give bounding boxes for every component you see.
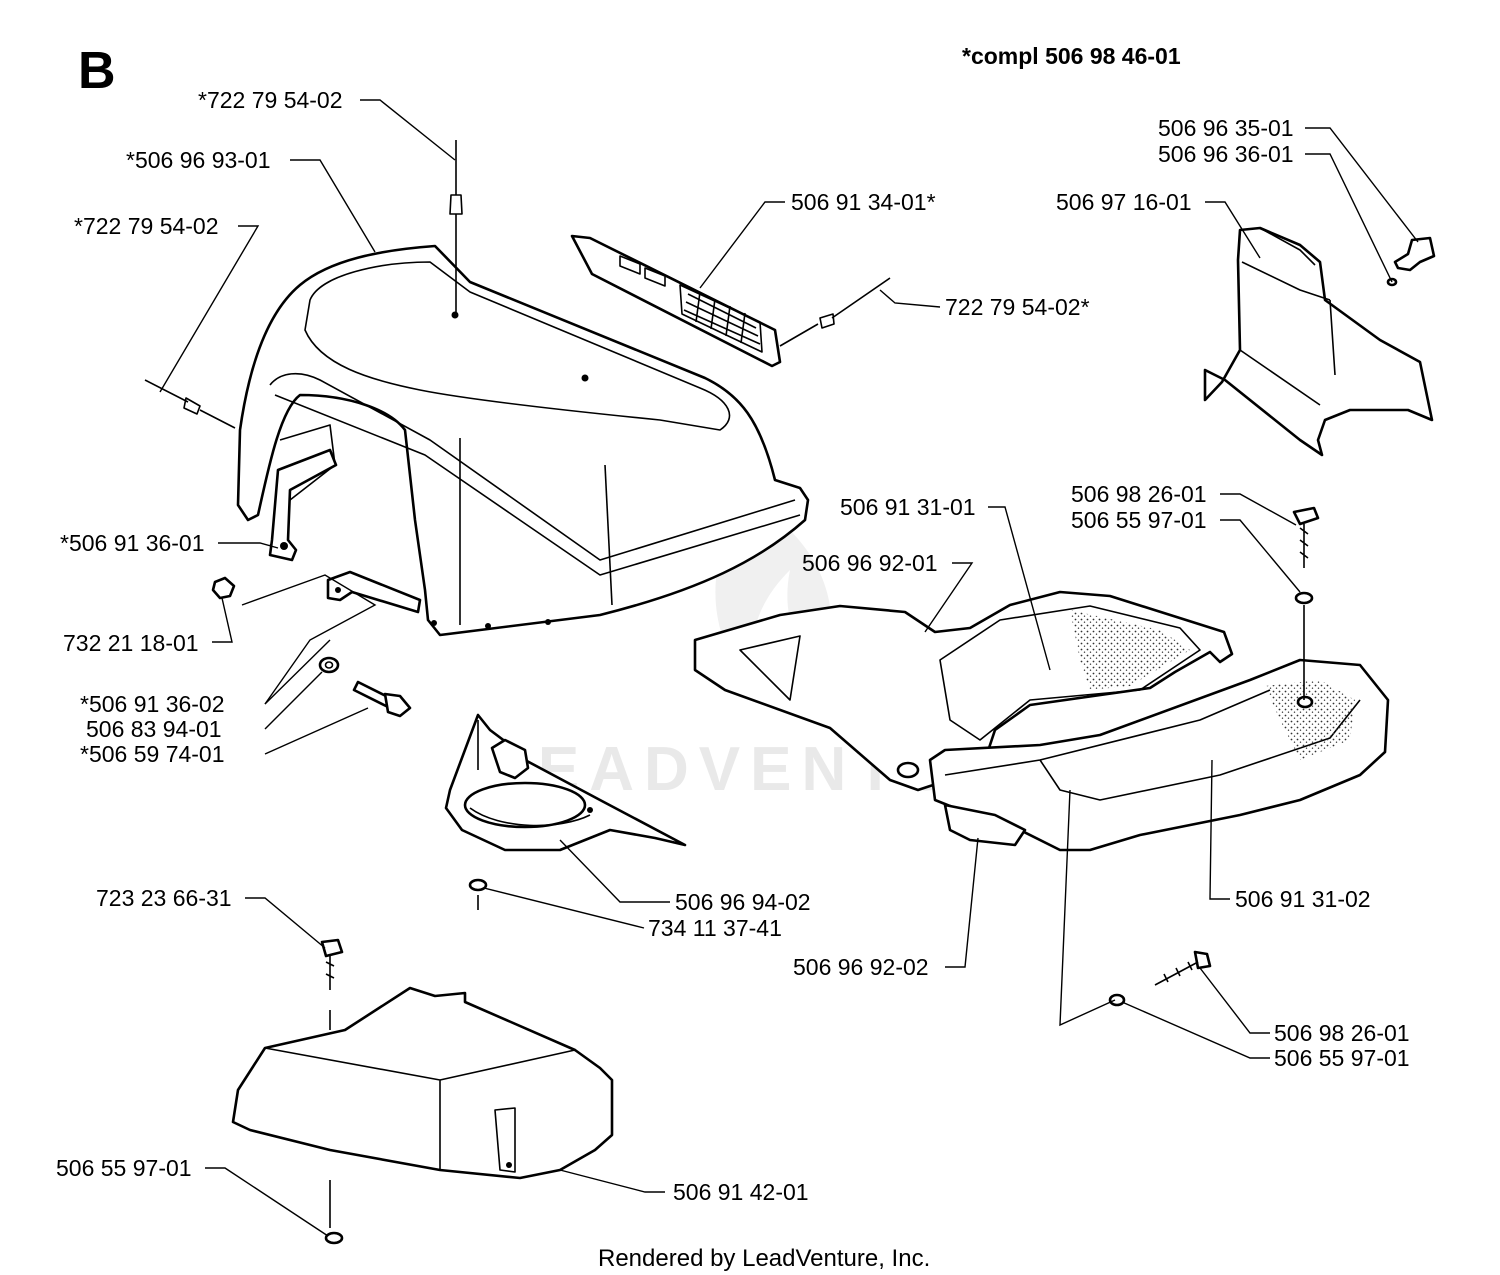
label-506-83-94-01: 506 83 94-01	[86, 716, 222, 742]
label-506-96-92-01: 506 96 92-01	[802, 550, 938, 576]
washer-506-83-94-01	[318, 656, 340, 674]
bracket-506-91-36-01	[268, 448, 338, 562]
screw-506-98-26-01-lower	[1108, 950, 1212, 1007]
fender-left-506-96-92-01	[693, 590, 1234, 792]
holder-506-96-94-02	[444, 713, 687, 910]
leader-lines	[159, 99, 1419, 1237]
label-506-96-93-01: *506 96 93-01	[126, 147, 271, 173]
cover-506-97-16-01	[1203, 226, 1434, 457]
hood-pin-top	[449, 140, 463, 312]
label-506-55-97-01-bottom: 506 55 97-01	[56, 1155, 192, 1181]
label-506-91-42-01: 506 91 42-01	[673, 1179, 809, 1205]
nut-732-21-18-01	[211, 576, 236, 600]
kit-note: *compl 506 98 46-01	[962, 43, 1181, 69]
label-506-98-26-01-upper: 506 98 26-01	[1071, 481, 1207, 507]
label-506-97-16-01: 506 97 16-01	[1056, 189, 1192, 215]
label-722-79-54-02-left: *722 79 54-02	[74, 213, 219, 239]
label-506-59-74-01: *506 59 74-01	[80, 741, 225, 767]
label-732-21-18-01: 732 21 18-01	[63, 630, 199, 656]
label-506-55-97-01-lower: 506 55 97-01	[1274, 1045, 1410, 1071]
label-506-96-36-01: 506 96 36-01	[1158, 141, 1294, 167]
label-734-11-37-41: 734 11 37-41	[648, 915, 782, 941]
label-506-91-36-01: *506 91 36-01	[60, 530, 205, 556]
pin-722-79-54-02-grille	[779, 277, 891, 347]
hood-pin-left	[144, 379, 236, 429]
bolt-506-59-74-01	[352, 680, 412, 718]
section-letter: B	[78, 42, 116, 100]
label-506-91-34-01: 506 91 34-01*	[791, 189, 936, 215]
label-506-96-35-01: 506 96 35-01	[1158, 115, 1294, 141]
label-506-96-92-02: 506 96 92-02	[793, 954, 929, 980]
footer-credit: Rendered by LeadVenture, Inc.	[598, 1245, 930, 1272]
hood-part-drawing	[236, 244, 810, 637]
label-506-98-26-01-lower: 506 98 26-01	[1274, 1020, 1410, 1046]
label-506-91-31-02: 506 91 31-02	[1235, 886, 1371, 912]
label-506-91-31-01: 506 91 31-01	[840, 494, 976, 520]
cover-506-91-42-01	[231, 938, 614, 1245]
bracket-506-91-36-02	[326, 570, 422, 614]
fender-right-506-91-31-02	[928, 658, 1390, 852]
part-labels: *722 79 54-02 *506 96 93-01 *722 79 54-0…	[56, 87, 1410, 1205]
grille-506-91-34-01	[570, 234, 782, 368]
screw-506-98-26-01-upper	[1292, 506, 1320, 700]
label-506-96-94-02: 506 96 94-02	[675, 889, 811, 915]
label-722-79-54-02-right: 722 79 54-02*	[945, 294, 1090, 320]
label-722-79-54-02-top: *722 79 54-02	[198, 87, 343, 113]
label-506-91-36-02: *506 91 36-02	[80, 691, 225, 717]
label-723-23-66-31: 723 23 66-31	[96, 885, 232, 911]
label-506-55-97-01-upper: 506 55 97-01	[1071, 507, 1207, 533]
plug-506-96-35-01	[1386, 236, 1436, 287]
